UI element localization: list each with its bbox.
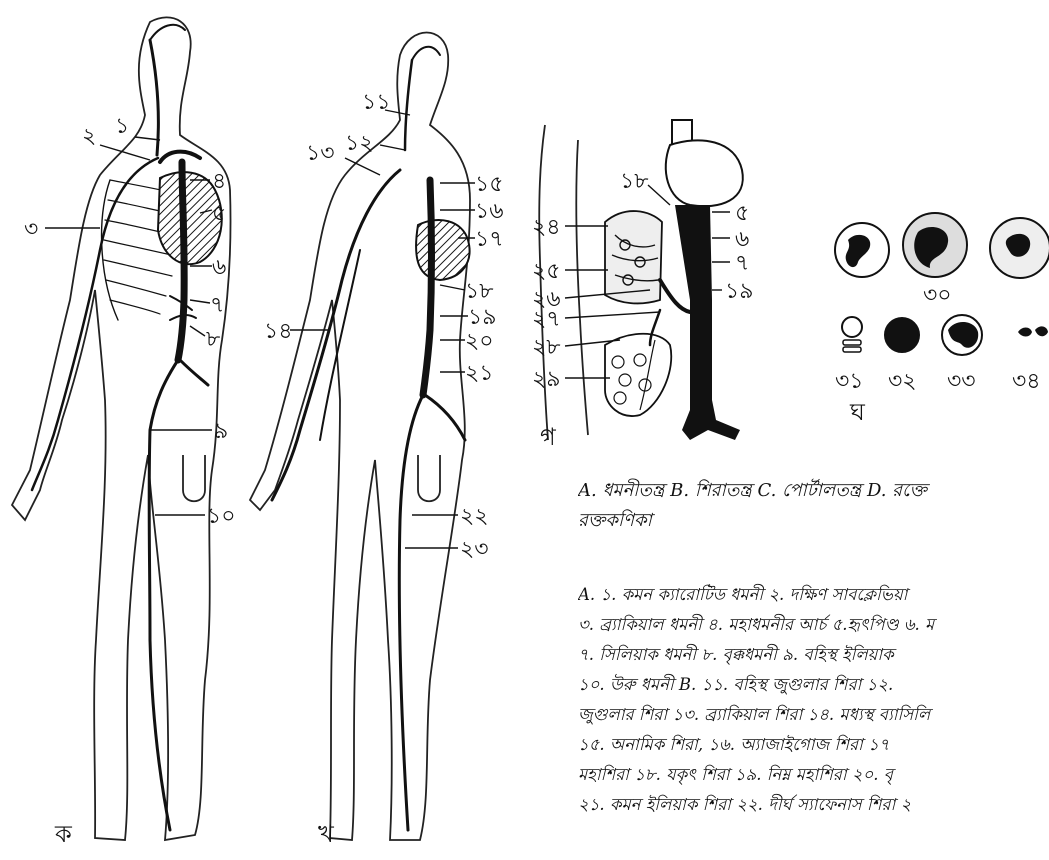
legend-line: ১০. উরু ধমনী B. ১১. বহিস্থ জুগুলার শিরা … <box>578 670 1049 700</box>
legend-line: ৩. ব্র্যাকিয়াল ধমনী ৪. মহাধমনীর আর্চ ৫.… <box>578 610 1049 640</box>
label-p6: ৬ <box>735 227 749 252</box>
legend-line: ৭. সিলিয়াক ধমনী ৮. বৃক্কধমনী ৯. বহিস্থ … <box>578 640 1049 670</box>
label-32: ৩২ <box>888 369 917 394</box>
label-22: ২২ <box>460 504 489 529</box>
label-15: ১৫ <box>475 172 504 197</box>
jugular-vein <box>405 60 412 150</box>
label-6: ৬ <box>212 255 226 280</box>
label-9: ৯ <box>214 419 228 444</box>
label-34: ৩৪ <box>1012 369 1041 394</box>
label-30: ৩০ <box>923 283 952 308</box>
label-p18: ১৮ <box>620 169 649 194</box>
label-14: ১৪ <box>264 319 293 344</box>
neutrophil-cell <box>835 223 889 277</box>
figure-label-c: গ <box>540 423 557 451</box>
iliac-vein-right <box>425 395 465 440</box>
label-21: ২১ <box>465 361 494 386</box>
label-31: ৩১ <box>835 369 864 394</box>
label-7: ৭ <box>210 293 224 318</box>
venous-heart <box>416 220 469 280</box>
label-1: ১ <box>115 114 129 139</box>
legend-line: জুগুলার শিরা ১৩. ব্র্যাকিয়াল শিরা ১৪. ম… <box>578 700 1049 730</box>
label-2: ২ <box>82 124 96 149</box>
eosinophil-cell <box>990 218 1049 278</box>
label-23: ২৩ <box>460 537 489 562</box>
figure-caption: A. ধমনীতন্ত্র B. শিরাতন্ত্র C. পোর্টালতন… <box>578 476 1049 536</box>
label-13: ১৩ <box>306 141 335 166</box>
label-10: ১০ <box>207 504 236 529</box>
portal-vein <box>660 280 690 312</box>
label-p19: ১৯ <box>725 279 754 304</box>
label-25: ২৫ <box>532 259 561 284</box>
label-p7: ৭ <box>735 251 749 276</box>
figure-legend: A. ১. কমন ক্যারোটিড ধমনী ২. দক্ষিণ সাবক্… <box>578 580 1049 820</box>
head-veins <box>412 47 440 60</box>
figure-label-b: খ <box>318 820 335 848</box>
label-12: ১২ <box>345 131 374 156</box>
red-blood-cells <box>1018 326 1048 336</box>
basophil-cell <box>903 213 967 277</box>
label-20: ২০ <box>465 329 494 354</box>
caption-line-1: A. ধমনীতন্ত্র B. শিরাতন্ত্র C. পোর্টালতন… <box>578 476 1049 506</box>
label-17: ১৭ <box>475 227 504 252</box>
intestine <box>605 334 671 416</box>
lymphocyte-cell <box>885 318 919 352</box>
legend-line: A. ১. কমন ক্যারোটিড ধমনী ২. দক্ষিণ সাবক্… <box>578 580 1049 610</box>
common-carotid-artery <box>150 40 158 155</box>
caption-line-2: রক্তকণিকা <box>578 506 1049 536</box>
iliac-right <box>180 360 208 385</box>
label-8: ৮ <box>206 327 220 352</box>
label-3: ৩ <box>24 217 38 242</box>
head-arteries <box>150 25 185 40</box>
label-4: ৪ <box>212 169 226 194</box>
label-29: ২৯ <box>532 367 561 392</box>
legend-line: ২১. কমন ইলিয়াক শিরা ২২. দীর্ঘ স্যাফেনাস… <box>578 790 1049 820</box>
legend-line: ১৫. অনামিক শিরা, ১৬. অ্যাজাইগোজ শিরা ১৭ <box>578 730 1049 760</box>
label-5: ৫ <box>212 201 226 226</box>
figure-label-d: ঘ <box>849 398 866 426</box>
label-19: ১৯ <box>468 305 497 330</box>
vena-cava <box>423 180 432 395</box>
portal-figure: ১৮ ২৪ ২৫ ২৬ ২৭ ২৮ ২৯ ৫ ৬ ৭ ১৯ গ <box>532 120 754 451</box>
figure-label-a: ক <box>54 820 73 848</box>
arterial-figure: ১ ২ ৩ ৪ ৫ ৬ ৭ ৮ ৯ ১০ ক <box>12 17 236 848</box>
label-p5: ৫ <box>735 201 749 226</box>
label-18: ১৮ <box>465 279 494 304</box>
brachial-artery <box>32 158 158 490</box>
legend-line: মহাশিরা ১৮. যকৃৎ শিরা ১৯. নিম্ন মহাশিরা … <box>578 760 1049 790</box>
liver <box>605 211 662 303</box>
label-24: ২৪ <box>532 215 561 240</box>
label-28: ২৮ <box>532 335 561 360</box>
arterial-genital-outline <box>183 455 205 501</box>
monocyte-cell <box>942 315 982 355</box>
venous-genital-outline <box>418 455 440 501</box>
arterial-body-outline <box>12 17 231 840</box>
label-33: ৩৩ <box>947 369 976 394</box>
blood-cells-figure: ৩০ ৩১ ৩২ ৩৩ ৩৪ ঘ <box>835 213 1049 426</box>
femoral-vein <box>399 395 423 830</box>
stomach <box>666 140 743 206</box>
label-27: ২৭ <box>532 307 561 332</box>
venous-figure: ১১ ১২ ১৩ ১৪ ১৫ ১৬ ১৭ ১৮ ১৯ ২০ ২১ ২২ ২৩ খ <box>250 33 504 849</box>
label-11: ১১ <box>362 90 391 115</box>
portal-vena-cava <box>675 205 740 440</box>
label-16: ১৬ <box>475 199 504 224</box>
portal-body-line-right <box>576 140 588 435</box>
platelet-cell <box>842 317 862 352</box>
